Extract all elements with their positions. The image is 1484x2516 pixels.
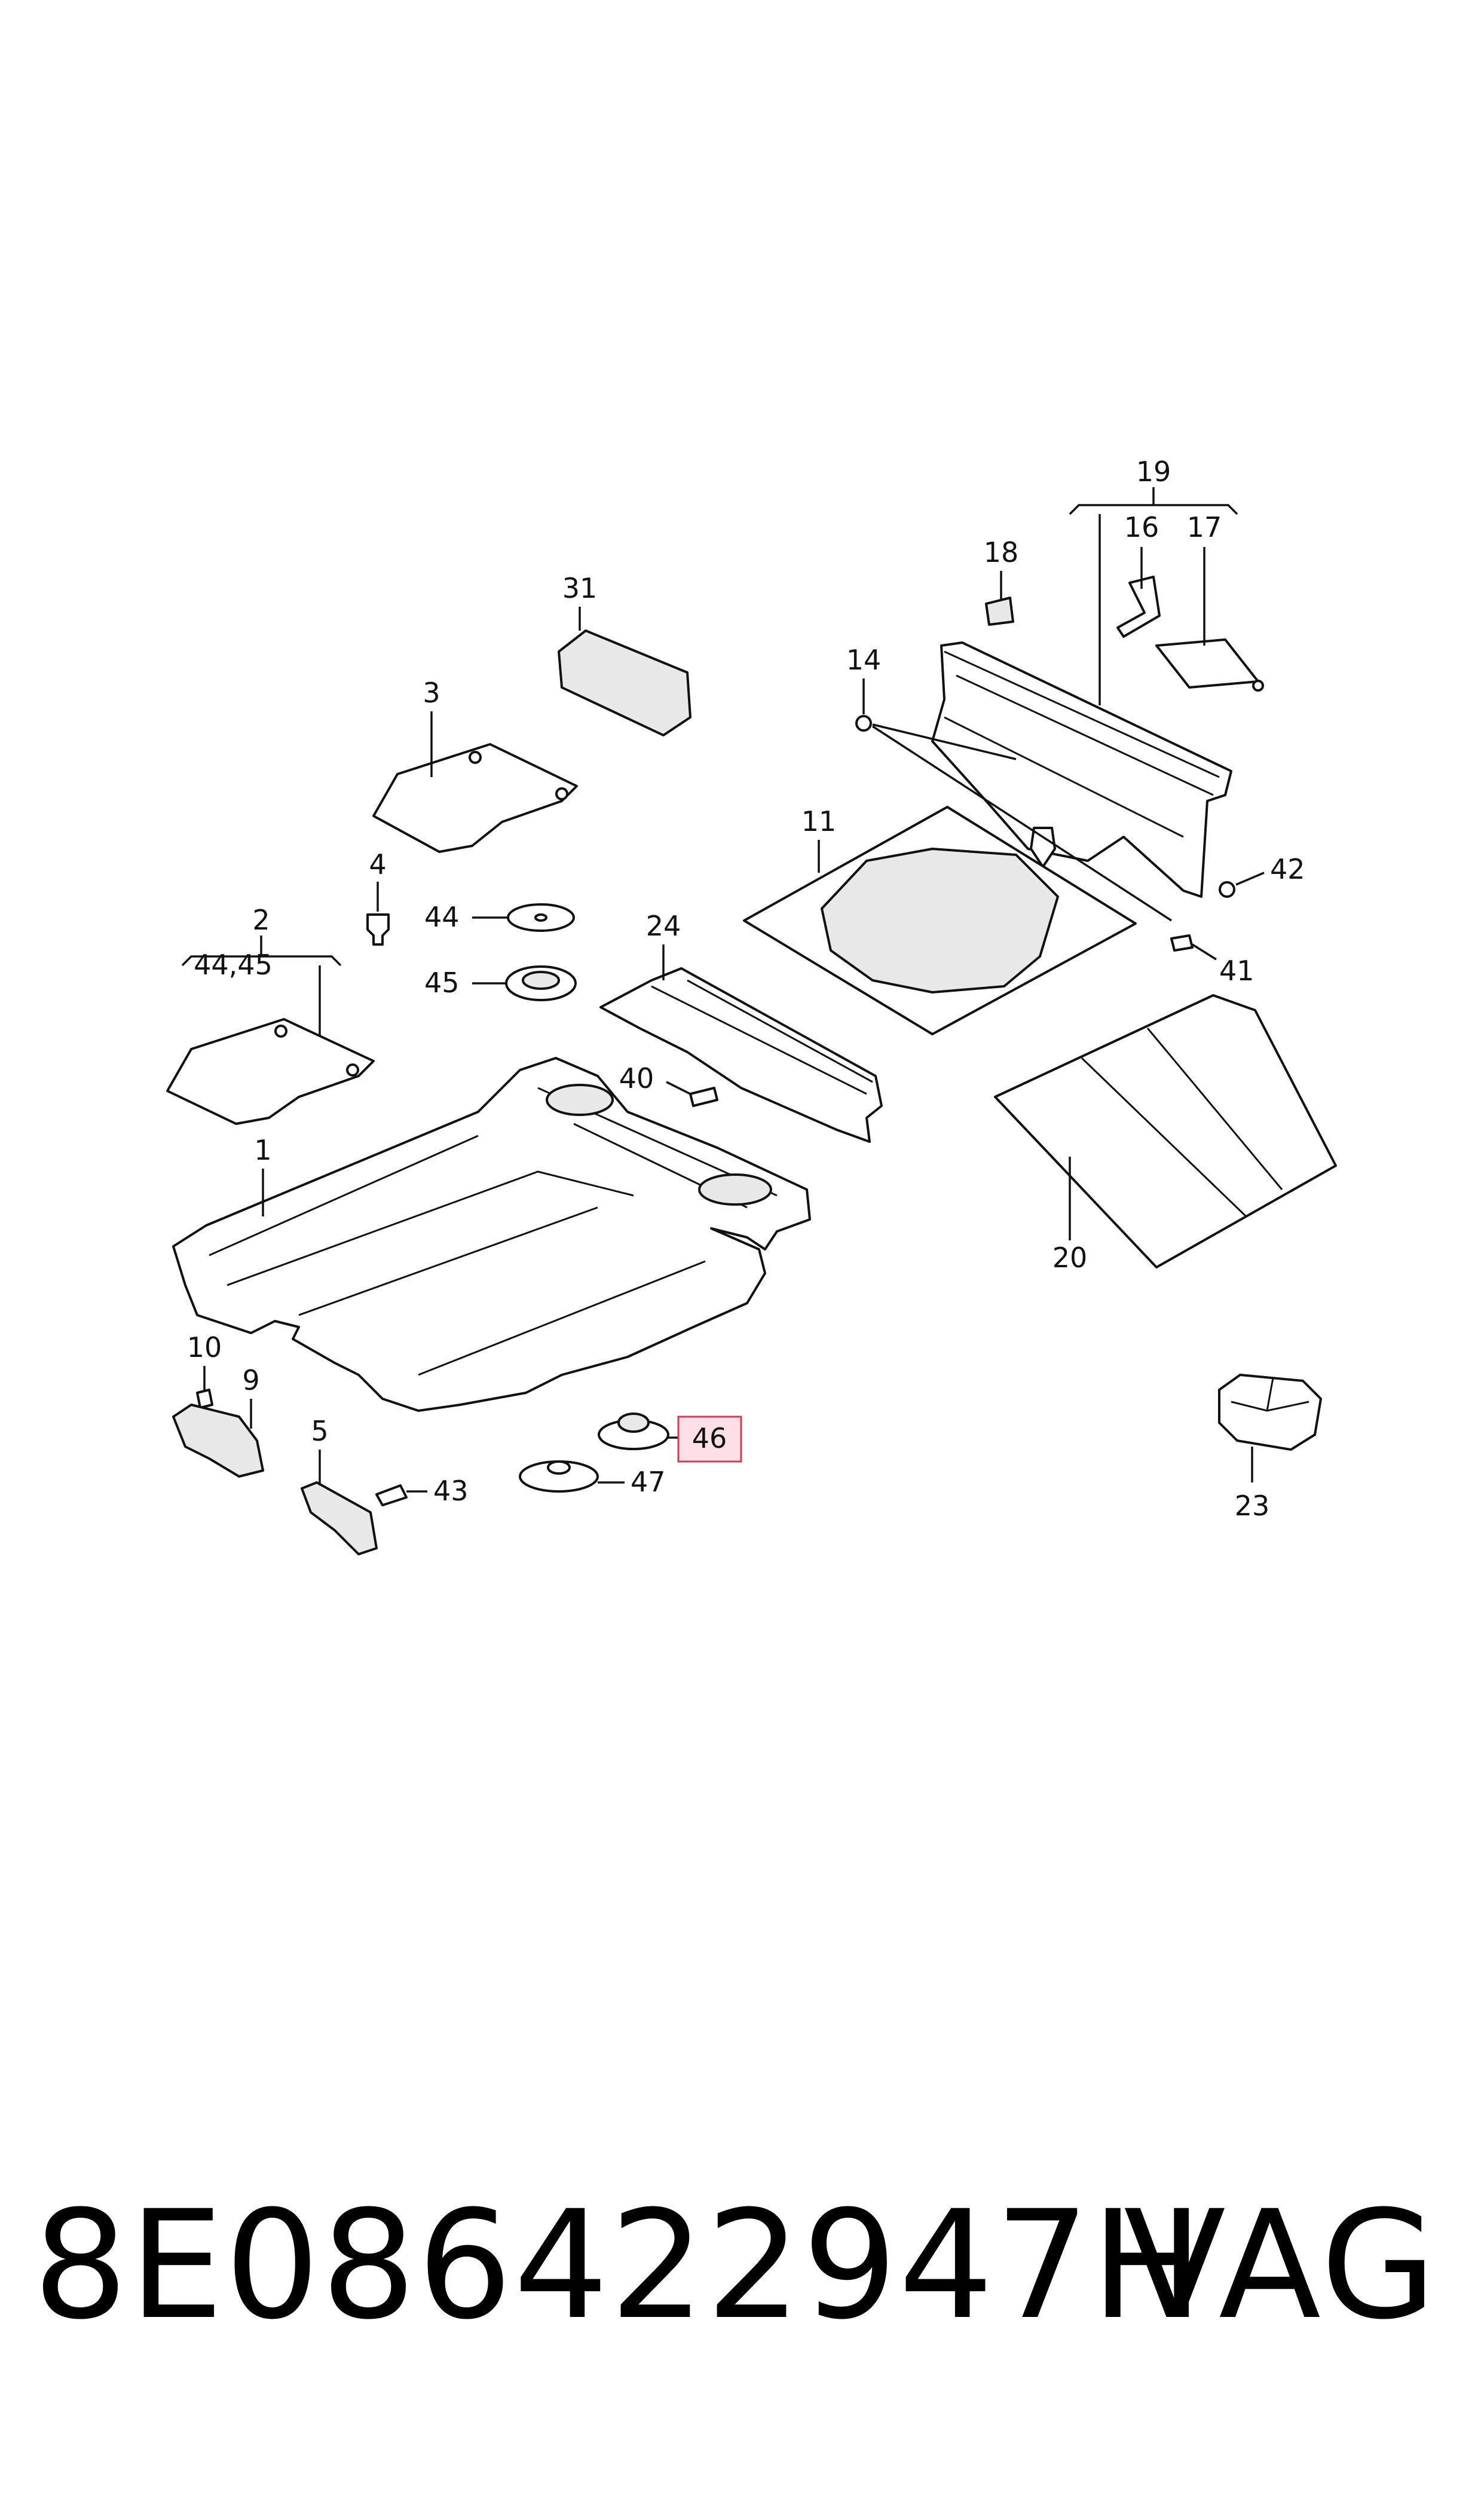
callout-18: 18 xyxy=(984,536,1019,568)
callout-42-group: 42 xyxy=(1235,853,1305,886)
part-18-shape xyxy=(985,597,1014,626)
callout-20: 20 xyxy=(1052,1242,1088,1274)
part-hook xyxy=(1030,827,1056,868)
part-47-washer: 47 xyxy=(519,1460,666,1498)
part-9-shape xyxy=(172,1404,264,1478)
leader-14-fan xyxy=(872,723,1172,922)
callout-19-group: 19 xyxy=(1069,455,1238,705)
callout-42: 42 xyxy=(1270,853,1305,885)
part-23-shape xyxy=(1218,1374,1322,1451)
callout-14: 14 xyxy=(846,644,882,676)
part-47-boss xyxy=(547,1460,571,1475)
callout-1: 1 xyxy=(254,1134,271,1166)
callout-11: 11 xyxy=(801,805,837,837)
part-number: 8E0864229​47H xyxy=(33,2178,1205,2352)
part-16-shape xyxy=(1116,576,1161,638)
callout-17: 17 xyxy=(1187,511,1222,543)
callout-31: 31 xyxy=(562,572,598,604)
part-31-shape xyxy=(558,629,691,736)
brand-label: VAG xyxy=(1124,2178,1439,2352)
part-20-floor-board: 20 xyxy=(994,994,1337,1274)
part-41-screw: 41 xyxy=(1170,934,1254,987)
part-2-hole-a xyxy=(274,1025,287,1038)
part-5-bracket: 5 xyxy=(301,1415,378,1555)
part-23-detail xyxy=(1231,1377,1309,1412)
part-3-hole-a xyxy=(469,751,482,764)
part-1-shape xyxy=(172,1057,811,1412)
part-43-shape xyxy=(375,1484,408,1506)
part-17-hole xyxy=(1252,680,1264,692)
part-24-shape xyxy=(599,967,883,1143)
callout-23: 23 xyxy=(1235,1490,1270,1522)
part-44-hole xyxy=(534,913,547,922)
part-3-mat: 3 xyxy=(372,677,578,853)
part-20-detail xyxy=(1081,1028,1283,1218)
callout-44: 44 xyxy=(424,901,460,933)
part-43-screw: 43 xyxy=(375,1475,469,1507)
callout-46: 46 xyxy=(692,1422,727,1454)
part-14-clip: 14 xyxy=(846,644,1172,922)
part-24-detail xyxy=(651,979,873,1095)
callout-16: 16 xyxy=(1124,511,1159,543)
part-41-shape xyxy=(1170,934,1194,952)
callout-2: 2 xyxy=(252,904,270,936)
callout-9: 9 xyxy=(242,1364,259,1396)
part-1-detail xyxy=(209,1087,778,1376)
part-42-nut xyxy=(1219,881,1235,898)
callout-47: 47 xyxy=(631,1466,666,1498)
part-2-mat: 2 44,45 xyxy=(166,904,375,1125)
part-3-hole-b xyxy=(555,787,568,800)
part-40-shape xyxy=(689,1087,718,1107)
part-24-crossmember: 24 xyxy=(599,910,883,1143)
part-14-shape xyxy=(855,715,872,732)
part-44-washer: 44 xyxy=(424,901,575,933)
part-17-pad: 17 xyxy=(1155,511,1264,692)
part-1-main-carpet: 1 xyxy=(172,1057,811,1412)
part-10-clip: 10 xyxy=(187,1331,222,1409)
callout-40: 40 xyxy=(619,1062,654,1095)
parcel-shelf-shape xyxy=(931,641,1232,898)
part-45-grommet: 45 xyxy=(424,965,577,1001)
callout-19: 19 xyxy=(1136,455,1171,488)
part-2-hole-b xyxy=(346,1063,359,1077)
part-9-bracket: 9 xyxy=(172,1364,264,1478)
leader-42 xyxy=(1235,872,1265,886)
part-11-inner xyxy=(821,848,1059,993)
callout-45: 45 xyxy=(424,967,460,999)
part-45-inner xyxy=(522,971,560,990)
part-10-shape xyxy=(196,1389,213,1409)
part-5-shape xyxy=(301,1481,378,1555)
part-23-tray: 23 xyxy=(1218,1374,1322,1522)
callout-24: 24 xyxy=(646,910,681,942)
part-1-recess-a xyxy=(546,1084,614,1116)
part-46-boss xyxy=(617,1413,650,1433)
footer: 8E0864229​47H VAG xyxy=(0,2176,1484,2355)
callout-3: 3 xyxy=(423,677,440,709)
part-31-cushion: 31 xyxy=(558,572,691,736)
part-11-trunk-mat: 11 xyxy=(743,805,1137,1035)
callout-10: 10 xyxy=(187,1331,222,1364)
part-3-shape xyxy=(372,743,578,853)
parcel-shelf xyxy=(931,641,1235,898)
highlight-box-46 xyxy=(677,1416,742,1463)
part-40-screw: 40 xyxy=(619,1062,718,1107)
part-18-clip: 18 xyxy=(984,536,1019,626)
part-4-shape xyxy=(366,913,390,946)
leader-41 xyxy=(1192,943,1217,961)
callout-5: 5 xyxy=(311,1415,328,1447)
part-46-grommet: 46 xyxy=(598,1413,742,1463)
part-20-shape xyxy=(994,994,1337,1268)
part-2-shape xyxy=(166,1018,375,1125)
part-16-clip: 16 xyxy=(1116,511,1161,638)
part-1-recess-b xyxy=(698,1173,772,1206)
callout-2-sub: 44,45 xyxy=(194,949,273,981)
callout-4: 4 xyxy=(369,848,386,881)
part-17-shape xyxy=(1155,638,1259,689)
callout-43: 43 xyxy=(433,1475,469,1507)
callout-41: 41 xyxy=(1219,955,1254,987)
leader-40 xyxy=(666,1081,691,1095)
parcel-shelf-detail xyxy=(944,650,1220,838)
part-4-clip: 4 xyxy=(366,848,390,946)
